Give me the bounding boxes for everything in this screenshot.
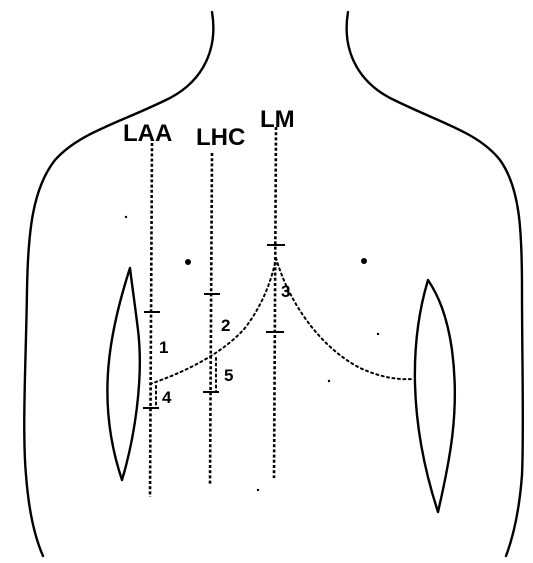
speck <box>257 489 259 491</box>
left-arm-gap <box>107 268 139 480</box>
measurement-3: 3 <box>281 282 290 301</box>
lm-line <box>274 127 276 478</box>
lm-label: LM <box>260 106 295 133</box>
measurement-5: 5 <box>224 366 233 385</box>
lhc-line <box>210 153 212 484</box>
laa-label: LAA <box>123 120 172 147</box>
measurement-1: 1 <box>159 338 168 357</box>
speck <box>125 216 127 218</box>
measurement-4: 4 <box>162 388 172 407</box>
torso-outline-left <box>24 12 213 556</box>
lhc-label: LHC <box>196 124 245 151</box>
left-costal-margin <box>150 258 276 384</box>
right-nipple-dot <box>361 258 367 264</box>
right-arm-gap <box>415 280 455 512</box>
right-costal-margin <box>276 258 414 379</box>
speck <box>328 380 330 382</box>
laa-line <box>150 143 152 497</box>
torso-outline-right <box>347 12 523 556</box>
speck <box>377 333 379 335</box>
measurement-2: 2 <box>221 316 230 335</box>
left-nipple-dot <box>185 259 191 265</box>
